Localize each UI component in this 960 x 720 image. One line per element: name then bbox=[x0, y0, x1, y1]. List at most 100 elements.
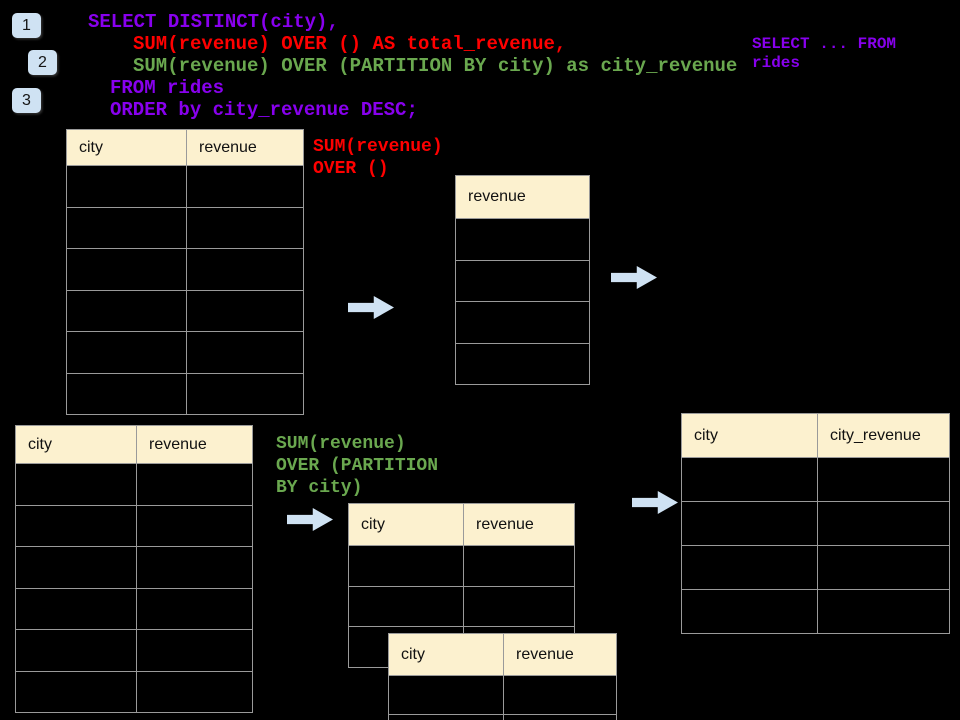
table-cell bbox=[818, 546, 949, 589]
table-source-top: city revenue bbox=[66, 129, 304, 415]
table-cell bbox=[456, 344, 589, 385]
table-city-revenue-result: city city_revenue bbox=[681, 413, 950, 634]
table-row bbox=[16, 547, 252, 589]
table-cell bbox=[67, 332, 187, 373]
table-row bbox=[456, 219, 589, 261]
table-cell bbox=[682, 458, 818, 501]
table-cell bbox=[16, 547, 137, 588]
table-partition-front: city revenue bbox=[388, 633, 617, 720]
column-header: city bbox=[682, 414, 818, 457]
column-header: city_revenue bbox=[830, 426, 921, 444]
arrow-right-icon bbox=[632, 491, 678, 514]
table-cell bbox=[818, 590, 949, 633]
table-cell bbox=[16, 505, 137, 546]
column-header: revenue bbox=[199, 138, 257, 156]
table-cell bbox=[187, 374, 303, 415]
table-cell bbox=[187, 208, 303, 249]
table-row bbox=[389, 715, 616, 720]
step-badge-2: 2 bbox=[28, 50, 57, 75]
arrow-right-icon bbox=[287, 508, 333, 531]
table-cell bbox=[456, 219, 589, 260]
table-cell bbox=[187, 249, 303, 290]
arrow-right-icon bbox=[611, 266, 657, 289]
column-header: city bbox=[16, 426, 137, 463]
table-row bbox=[682, 590, 949, 633]
column-header: city bbox=[389, 634, 504, 675]
table-cell bbox=[137, 506, 252, 547]
table-row bbox=[16, 505, 252, 547]
table-row bbox=[456, 261, 589, 302]
column-header: city bbox=[67, 130, 187, 165]
table-cell bbox=[682, 502, 818, 545]
arrow-right-icon bbox=[348, 296, 394, 319]
table-row bbox=[16, 464, 252, 506]
table-row bbox=[389, 676, 616, 715]
table-cell bbox=[187, 166, 303, 207]
table-row bbox=[16, 671, 252, 713]
table-cell bbox=[818, 502, 949, 545]
table-cell bbox=[504, 715, 616, 720]
table-cell bbox=[389, 676, 504, 714]
table-cell bbox=[137, 589, 252, 630]
table-row bbox=[682, 502, 949, 546]
table-row bbox=[682, 546, 949, 590]
column-header: revenue bbox=[468, 188, 526, 205]
table-cell bbox=[349, 586, 464, 627]
sql-line-order-by: ORDER by city_revenue DESC; bbox=[110, 99, 418, 121]
table-header-row: city revenue bbox=[16, 426, 252, 464]
table-cell bbox=[137, 547, 252, 588]
table-cell bbox=[16, 671, 137, 712]
table-source-bottom: city revenue bbox=[15, 425, 253, 713]
table-row bbox=[349, 546, 574, 587]
sql-line-total-revenue: SUM(revenue) OVER () AS total_revenue, bbox=[133, 33, 567, 55]
table-partition-middle: city revenue bbox=[348, 503, 575, 668]
table-cell bbox=[67, 207, 187, 248]
table-row bbox=[682, 458, 949, 502]
table-cell bbox=[187, 291, 303, 332]
table-cell bbox=[67, 373, 187, 414]
table-cell bbox=[16, 588, 137, 629]
table-header-row: city revenue bbox=[349, 504, 574, 546]
table-cell bbox=[456, 261, 589, 302]
step-badge-1: 1 bbox=[12, 13, 41, 38]
table-cell bbox=[456, 302, 589, 343]
step-badge-3: 3 bbox=[12, 88, 41, 113]
table-cell bbox=[137, 630, 252, 671]
table-cell bbox=[818, 458, 949, 501]
table-row bbox=[456, 344, 589, 385]
table-cell bbox=[137, 464, 252, 505]
table-cell bbox=[682, 546, 818, 589]
table-cell bbox=[504, 676, 616, 714]
column-header: revenue bbox=[516, 645, 574, 663]
table-cell bbox=[464, 546, 574, 586]
table-row bbox=[16, 630, 252, 672]
table-header-row: city city_revenue bbox=[682, 414, 949, 458]
table-cell bbox=[187, 332, 303, 373]
annotation-sum-over-partition: SUM(revenue) OVER (PARTITION BY city) bbox=[276, 434, 439, 498]
sql-line-from: FROM rides bbox=[110, 77, 225, 99]
column-header: revenue bbox=[476, 515, 534, 533]
table-row bbox=[67, 373, 303, 415]
table-row bbox=[67, 290, 303, 332]
table-header-row: city revenue bbox=[67, 130, 303, 166]
sql-line-select: SELECT DISTINCT(city), bbox=[88, 11, 339, 33]
table-row bbox=[16, 588, 252, 630]
table-row bbox=[67, 332, 303, 374]
table-row bbox=[67, 207, 303, 249]
column-header: city bbox=[349, 504, 464, 545]
table-cell bbox=[67, 249, 187, 290]
table-header-row: city revenue bbox=[389, 634, 616, 676]
table-header-row: revenue bbox=[456, 176, 589, 219]
table-cell bbox=[67, 290, 187, 331]
table-row bbox=[349, 586, 574, 628]
annotation-sum-over-total: SUM(revenue) OVER () bbox=[313, 137, 443, 179]
table-row bbox=[456, 302, 589, 344]
table-cell bbox=[137, 672, 252, 713]
table-cell bbox=[682, 590, 818, 633]
table-cell bbox=[389, 715, 504, 720]
annotation-select-from-rides: SELECT ... FROM rides bbox=[752, 35, 897, 72]
column-header: revenue bbox=[149, 435, 207, 453]
table-cell bbox=[464, 587, 574, 627]
table-cell bbox=[349, 546, 464, 586]
table-total-revenue: revenue bbox=[455, 175, 590, 385]
